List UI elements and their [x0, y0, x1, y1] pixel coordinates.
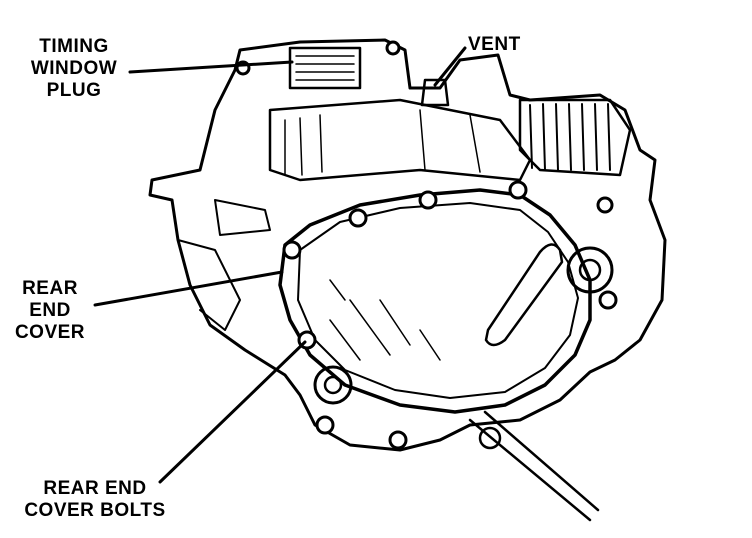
rear-end-cover-bolts-leader [158, 340, 307, 484]
timing-window-plug-label: TIMING WINDOW PLUG [14, 36, 134, 102]
bolt [282, 240, 302, 260]
rear-end-cover-line-1: REAR [22, 278, 78, 299]
rear-end-cover-bolts-line-1: REAR END [43, 478, 147, 499]
bolt [388, 430, 408, 450]
cover-inner-flange [297, 202, 579, 399]
rear-end-cover-bolts-line-2: COVER BOLTS [24, 500, 166, 521]
rear-end-cover-line-2: END [29, 300, 71, 321]
vent-label: VENT [468, 34, 521, 55]
timing-window-plug-block [288, 46, 362, 90]
timing-window-plug-leader [128, 60, 294, 74]
left-boss [313, 365, 353, 405]
bolt [315, 415, 335, 435]
timing-window-plug-line-2: WINDOW [30, 58, 118, 79]
left-flange [177, 239, 241, 331]
bolt [348, 208, 368, 228]
bolt [596, 196, 614, 214]
bolt [385, 40, 401, 56]
right-boss [566, 246, 614, 294]
vent-leader [433, 46, 467, 87]
rear-end-cover-line-3: COVER [14, 322, 86, 343]
rear-end-cover-label: REAR END COVER [10, 278, 90, 344]
bell-housing-outline [148, 38, 667, 452]
bolt [598, 290, 618, 310]
bolt [418, 190, 438, 210]
rear-end-cover-leader [93, 270, 284, 307]
bolt [508, 180, 528, 200]
rear-end-cover-bolts-label: REAR END COVER BOLTS [20, 478, 170, 522]
timing-window-plug-line-1: TIMING [39, 36, 109, 57]
cover-slot [484, 243, 564, 347]
timing-window-plug-line-3: PLUG [46, 80, 102, 101]
cover-bolts [235, 40, 618, 450]
output-shaft [468, 410, 600, 522]
top-ribs [268, 98, 532, 182]
coil-housing [518, 98, 632, 177]
